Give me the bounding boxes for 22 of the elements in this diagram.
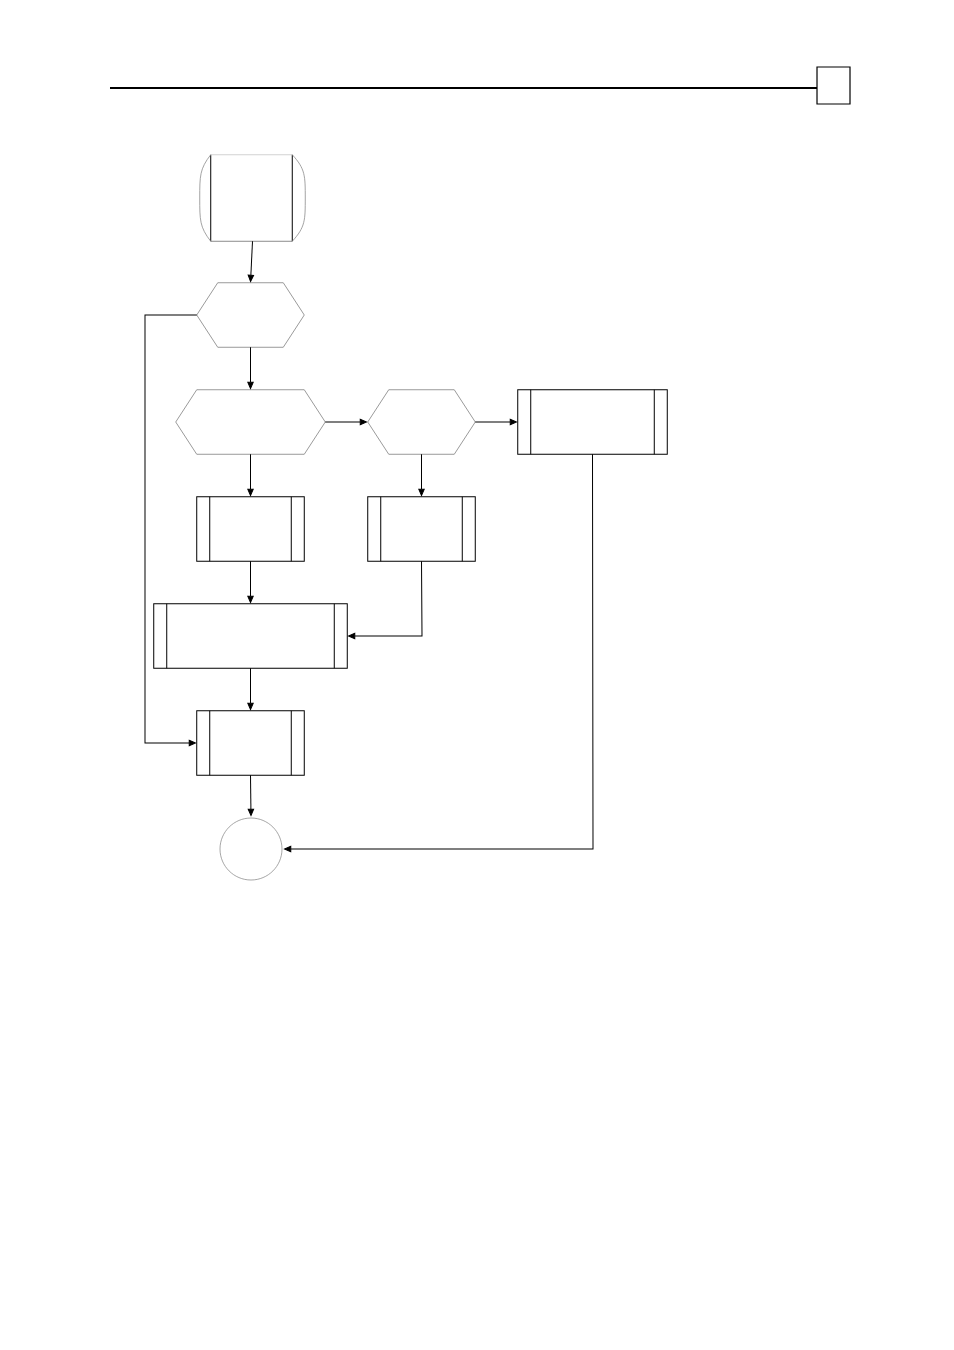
process-box xyxy=(367,496,476,562)
hexagon xyxy=(196,282,305,348)
arrow xyxy=(418,453,425,496)
hexagon xyxy=(367,389,476,455)
terminal-shape xyxy=(199,154,306,242)
process-box xyxy=(196,496,305,562)
process-box xyxy=(153,603,348,669)
process-box xyxy=(196,710,305,776)
arrow xyxy=(284,453,594,853)
arrow xyxy=(144,314,198,747)
hexagon xyxy=(175,389,326,455)
arrow xyxy=(247,346,254,389)
process-box xyxy=(517,389,668,455)
arrow xyxy=(247,560,254,603)
arrow xyxy=(247,774,255,816)
arrow xyxy=(247,667,254,710)
arrow xyxy=(247,453,254,496)
circle xyxy=(219,817,283,881)
arrow xyxy=(474,418,517,426)
arrow xyxy=(324,418,367,426)
arrow xyxy=(348,560,423,640)
arrow xyxy=(247,240,255,282)
